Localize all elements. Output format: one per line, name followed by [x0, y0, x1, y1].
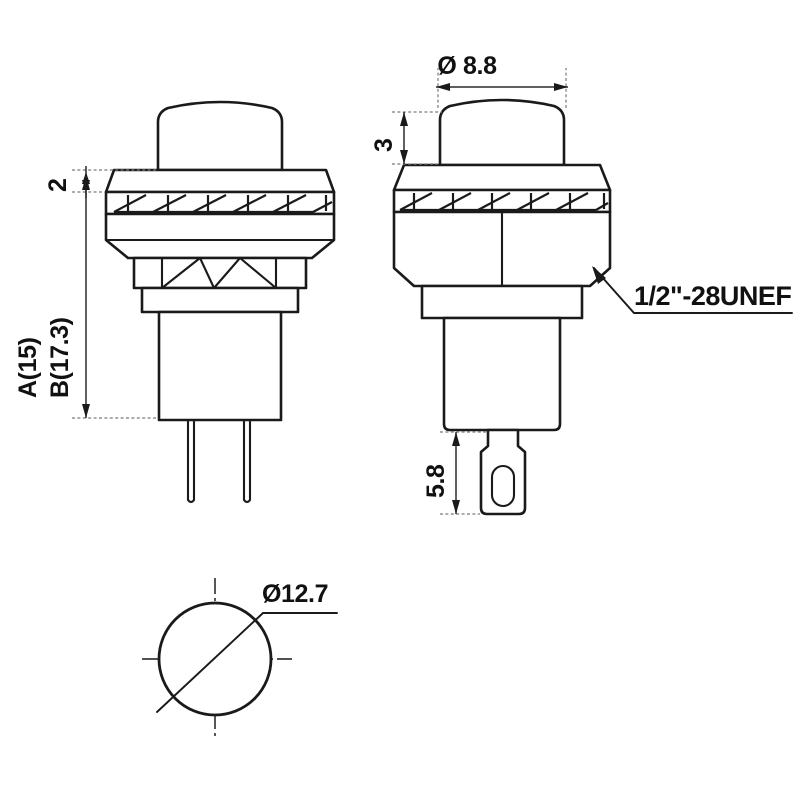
wire-pin-right: [242, 418, 252, 504]
plan-circle-view: Ø12.7: [142, 578, 338, 738]
dim-label-mount-diameter: Ø12.7: [262, 580, 328, 608]
dim-label-terminal-length: 5.8: [422, 464, 450, 498]
front-view-dimensions: 2 A(15) B(17.3): [14, 166, 158, 419]
button-cap-side: [438, 98, 566, 167]
dim-label-overall-b: B(17.3): [46, 317, 74, 398]
button-cap-front: [156, 100, 284, 172]
diameter-leader-line: [156, 612, 338, 713]
dim-label-cap-height: 2: [44, 178, 72, 192]
arrow-diam-left: [436, 83, 450, 91]
terminal-hole-side: [490, 464, 516, 508]
arrow-3-top: [400, 112, 408, 126]
arrow-ab-top: [82, 176, 90, 190]
arrow-58-bottom: [452, 500, 460, 514]
bezel-flange-side: [392, 163, 612, 192]
threaded-barrel-side: [392, 188, 612, 214]
dim-label-cap-height-side: 3: [370, 138, 398, 152]
hex-nut-front: [104, 212, 336, 260]
thread-hatching-front: [113, 194, 333, 214]
arrow-ab-bottom: [82, 404, 90, 418]
dim-label-overall-a: A(15): [14, 337, 42, 398]
arrow-diam-right: [554, 83, 568, 91]
front-elevation-view: [104, 100, 336, 504]
side-elevation-view: [392, 98, 612, 516]
collar-side: [420, 284, 584, 320]
thread-hatching-side: [399, 192, 609, 212]
side-view-dimensions: Ø 8.8 3 5.8 1/2"-28UNEF: [370, 52, 793, 515]
thread-spec-label: 1/2"-28UNEF: [634, 281, 791, 311]
arrow-58-top: [452, 432, 460, 446]
threaded-barrel-front: [104, 190, 336, 216]
bezel-flange-front: [104, 168, 336, 194]
thread-spec-leader: [593, 267, 793, 314]
terminal-lug-side: [479, 428, 527, 516]
switch-body-side: [442, 316, 562, 432]
arrow-3-bottom: [400, 150, 408, 164]
lock-washer-front: [132, 256, 308, 290]
thread-spec-arrow: [592, 266, 606, 284]
switch-body-front: [140, 286, 300, 314]
dim-label-cap-diameter: Ø 8.8: [437, 52, 497, 80]
wire-pin-left: [186, 418, 196, 504]
switch-body-lower-front: [157, 310, 283, 422]
